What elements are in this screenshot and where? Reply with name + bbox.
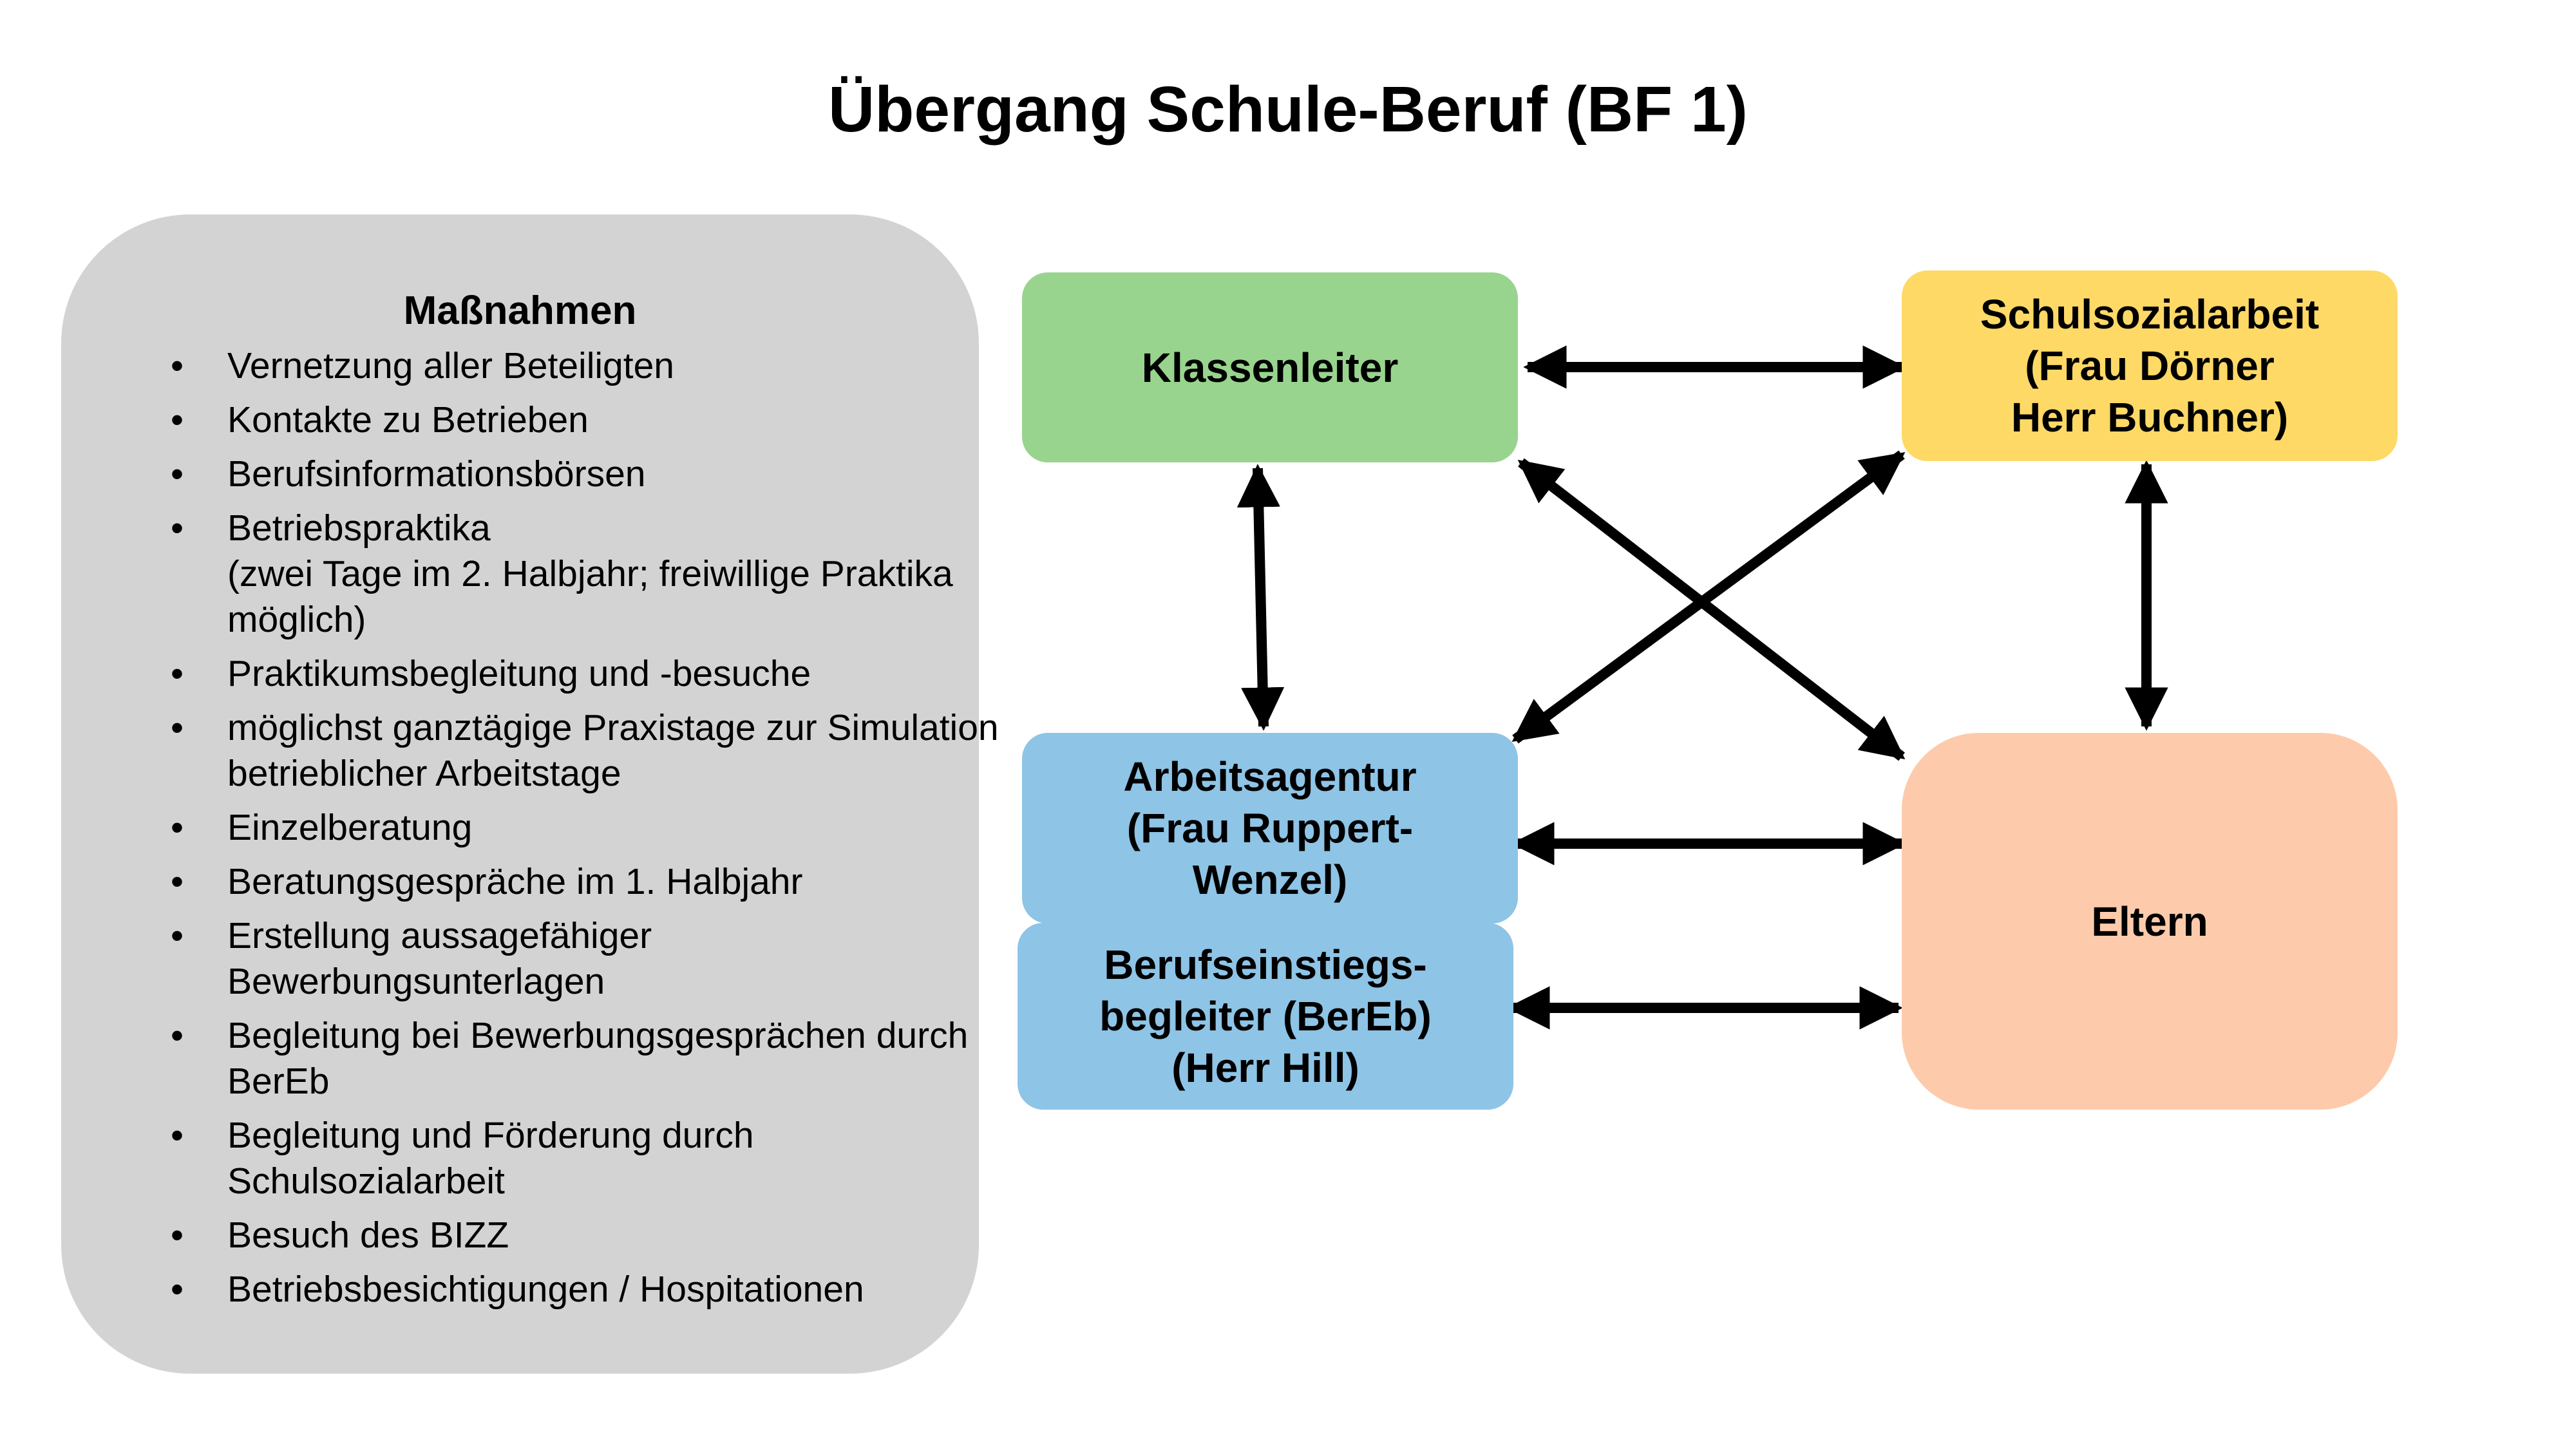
node-eltern-label: Eltern bbox=[2091, 898, 2208, 945]
bullet-icon: • bbox=[171, 861, 184, 902]
node-eltern: Eltern bbox=[1902, 733, 2398, 1110]
list-item-text: Betriebspraktika (zwei Tage im 2. Halbja… bbox=[227, 507, 953, 640]
list-item: • Praktikumsbegleitung und -besuche bbox=[171, 651, 1013, 697]
node-klassenleiter-label: Klassenleiter bbox=[1141, 344, 1399, 391]
list-item: • Berufsinformationsbörsen bbox=[171, 451, 1013, 497]
list-item: • Begleitung bei Bewerbungsgesprächen dur… bbox=[171, 1013, 1013, 1104]
list-item-text: Begleitung bei Bewerbungsgesprächen durc… bbox=[227, 1015, 969, 1102]
bullet-icon: • bbox=[171, 345, 184, 386]
arrow-schulsozialarbeit-arbeitsagentur bbox=[1511, 450, 1906, 744]
list-item: • Besuch des BIZZ bbox=[171, 1213, 1013, 1258]
list-item-text: Erstellung aussagefähiger Bewerbungsunte… bbox=[227, 915, 652, 1002]
bullet-icon: • bbox=[171, 399, 184, 440]
bullet-icon: • bbox=[171, 915, 184, 956]
list-item-text: Beratungsgespräche im 1. Halbjahr bbox=[227, 861, 803, 902]
node-arbeitsagentur: Arbeitsagentur (Frau Ruppert- Wenzel) bbox=[1022, 733, 1518, 923]
node-berufseinstiegsbegleiter: Berufseinstiegs- begleiter (BerEb) (Herr… bbox=[1018, 923, 1513, 1110]
bullet-icon: • bbox=[171, 1115, 184, 1156]
list-item: • Begleitung und Förderung durch Schulsoz… bbox=[171, 1113, 1013, 1204]
list-item-text: Kontakte zu Betrieben bbox=[227, 399, 589, 440]
bullet-icon: • bbox=[171, 653, 184, 694]
list-item: • Betriebsbesichtigungen / Hospitationen bbox=[171, 1267, 1013, 1312]
list-item-text: Einzelberatung bbox=[227, 807, 473, 848]
bullet-icon: • bbox=[171, 1215, 184, 1256]
list-item: • möglichst ganztägige Praxistage zur Sim… bbox=[171, 705, 1013, 797]
list-item-text: Praktikumsbegleitung und -besuche bbox=[227, 653, 811, 694]
node-berufseinstiegsbegleiter-label: Berufseinstiegs- begleiter (BerEb) (Herr… bbox=[1099, 942, 1432, 1091]
list-item: • Einzelberatung bbox=[171, 805, 1013, 851]
arrow-klassenleiter-eltern bbox=[1517, 458, 1906, 761]
list-item: • Betriebspraktika (zwei Tage im 2. Halbj… bbox=[171, 506, 1013, 643]
page-title: Übergang Schule-Beruf (BF 1) bbox=[828, 73, 1748, 146]
node-schulsozialarbeit: Schulsozialarbeit (Frau Dörner Herr Buch… bbox=[1902, 270, 2398, 461]
list-item-text: Berufsinformationsbörsen bbox=[227, 453, 646, 495]
list-item-text: Besuch des BIZZ bbox=[227, 1215, 509, 1256]
list-item-text: Betriebsbesichtigungen / Hospitationen bbox=[227, 1269, 864, 1310]
list-item: • Vernetzung aller Beteiligten bbox=[171, 343, 1013, 389]
list-item: • Beratungsgespräche im 1. Halbjahr bbox=[171, 859, 1013, 905]
bullet-icon: • bbox=[171, 707, 184, 748]
list-item-text: Begleitung und Förderung durch Schulsozi… bbox=[227, 1115, 754, 1202]
list-item: • Erstellung aussagefähiger Bewerbungsunt… bbox=[171, 913, 1013, 1005]
bullet-icon: • bbox=[171, 1015, 184, 1056]
node-klassenleiter: Klassenleiter bbox=[1022, 272, 1518, 462]
bullet-icon: • bbox=[171, 807, 184, 848]
bullet-icon: • bbox=[171, 507, 184, 549]
arrow-klassenleiter-arbeitsagentur bbox=[1236, 464, 1285, 731]
list-item: • Kontakte zu Betrieben bbox=[171, 397, 1013, 443]
bullet-icon: • bbox=[171, 1269, 184, 1310]
node-schulsozialarbeit-label: Schulsozialarbeit (Frau Dörner Herr Buch… bbox=[1980, 291, 2320, 440]
list-item-text: Vernetzung aller Beteiligten bbox=[227, 345, 674, 386]
massnahmen-heading: Maßnahmen bbox=[403, 289, 637, 333]
bullet-icon: • bbox=[171, 453, 184, 495]
massnahmen-panel: Maßnahmen •Vernetzung aller Beteiligten … bbox=[61, 214, 999, 1374]
massnahmen-list: • Vernetzung aller Beteiligten • Kontakte … bbox=[164, 343, 1013, 1321]
list-item-text: möglichst ganztägige Praxistage zur Simu… bbox=[227, 707, 999, 794]
node-arbeitsagentur-label: Arbeitsagentur (Frau Ruppert- Wenzel) bbox=[1123, 753, 1417, 903]
